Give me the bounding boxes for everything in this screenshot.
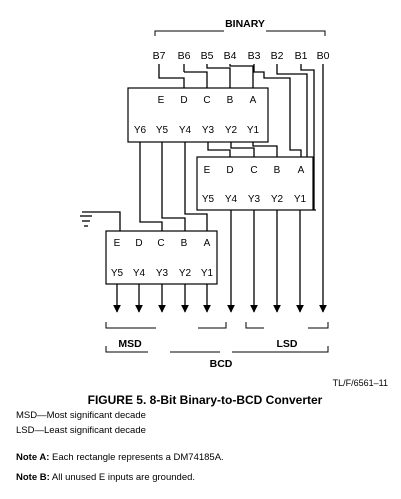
chip-2-out-y2: Y2	[271, 194, 284, 205]
chip-3-in-c: C	[157, 238, 164, 249]
chip-3-out-y3: Y3	[156, 268, 169, 279]
note-b-text: All unused E inputs are grounded.	[49, 472, 196, 483]
bcd-bracket	[105, 346, 329, 353]
msd-label: MSD	[118, 338, 142, 350]
chip-2-out-y4: Y4	[225, 194, 238, 205]
wire-chip1-y2-to-chip2-c	[230, 142, 255, 157]
bit-label-b5: B5	[201, 50, 214, 62]
wire-b1-bypass	[300, 64, 316, 211]
chip-1-body	[127, 87, 269, 143]
figure-ref-code: TL/F/6561–11	[333, 378, 388, 388]
wire-chip1-y5-to-chip3-b	[161, 142, 186, 231]
lsd-label: LSD	[277, 338, 298, 350]
chip-2-body	[196, 156, 314, 211]
chip-1-out-y5: Y5	[156, 125, 169, 136]
chip-3: E D C B A Y5 Y4 Y3 Y2 Y1	[105, 230, 218, 285]
chip-3-in-a: A	[204, 238, 211, 249]
bit-label-b4: B4	[224, 50, 237, 62]
chip-2-in-c: C	[250, 165, 257, 176]
decade-brackets	[105, 322, 329, 353]
bit-label-b3: B3	[248, 50, 261, 62]
figure-caption: FIGURE 5. 8-Bit Binary-to-BCD Converter	[88, 393, 323, 407]
wire-chip1-y3-to-chip2-d	[207, 142, 231, 157]
note-a-text: Each rectangle represents a DM74185A.	[49, 452, 224, 463]
chip-3-out-y1: Y1	[201, 268, 214, 279]
wire-chip1-y6-to-chip3-c	[139, 142, 163, 231]
bit-labels: B7 B6 B5 B4 B3 B2 B1 B0	[153, 50, 330, 62]
chip-1-in-d: D	[180, 95, 187, 106]
note-b-label: Note B:	[16, 472, 50, 483]
chip-1: E D C B A Y6 Y5 Y4 Y3 Y2 Y1	[127, 87, 269, 143]
chip-1-in-e: E	[158, 95, 165, 106]
wire-chip1-y4-to-chip3-a	[184, 142, 208, 231]
chip-2-out-y1: Y1	[294, 194, 307, 205]
chip-1-out-y4: Y4	[179, 125, 192, 136]
wire-chip1-y1-to-chip2-b	[252, 142, 278, 157]
bit-label-b7: B7	[153, 50, 166, 62]
bit-label-b2: B2	[271, 50, 284, 62]
chip-3-in-e: E	[114, 238, 121, 249]
chip-2-in-e: E	[204, 165, 211, 176]
wire-b7-to-chip1-d	[158, 64, 185, 88]
binary-label: BINARY	[225, 18, 265, 30]
bcd-label: BCD	[210, 358, 233, 370]
chip-2: E D C B A Y5 Y4 Y3 Y2 Y1	[196, 156, 314, 211]
chip-1-out-y3: Y3	[202, 125, 215, 136]
msd-bracket	[105, 322, 227, 329]
chip-2-out-y5: Y5	[202, 194, 215, 205]
note-b: Note B: All unused E inputs are grounded…	[16, 472, 195, 484]
chip-1-in-c: C	[203, 95, 210, 106]
chip-1-in-a: A	[250, 95, 257, 106]
legend-lsd: LSD—Least significant decade	[16, 425, 146, 436]
bit-label-b1: B1	[295, 50, 308, 62]
converter-diagram: BINARY B7 B6 B5 B4 B3 B2 B1 B0 E D C B A…	[80, 18, 388, 407]
wire-b3	[253, 64, 302, 157]
wire-ground	[104, 211, 121, 231]
chip-3-out-y5: Y5	[111, 268, 124, 279]
wire-b4-to-chip1-a	[229, 64, 254, 88]
ground-icon	[80, 211, 104, 227]
wire-b5-to-chip1-b	[206, 64, 231, 88]
bit-label-b0: B0	[317, 50, 330, 62]
wires	[104, 64, 316, 231]
binary-bracket	[154, 30, 326, 36]
chip-1-out-y2: Y2	[225, 125, 238, 136]
legend-msd: MSD—Most significant decade	[16, 410, 146, 421]
chip-2-in-a: A	[298, 165, 305, 176]
note-a: Note A: Each rectangle represents a DM74…	[16, 452, 224, 464]
chip-3-out-y2: Y2	[179, 268, 192, 279]
lsd-bracket	[245, 322, 329, 329]
chip-1-out-y6: Y6	[134, 125, 147, 136]
chip-1-out-y1: Y1	[247, 125, 260, 136]
output-arrows	[113, 64, 327, 313]
chip-2-in-d: D	[226, 165, 233, 176]
chip-3-out-y4: Y4	[133, 268, 146, 279]
wire-b2-bypass	[276, 64, 308, 157]
bit-label-b6: B6	[178, 50, 191, 62]
chip-2-out-y3: Y3	[248, 194, 261, 205]
chip-1-in-b: B	[227, 95, 234, 106]
note-a-label: Note A:	[16, 452, 50, 463]
wire-b6-to-chip1-c	[184, 71, 208, 88]
chip-2-in-b: B	[274, 165, 281, 176]
chip-3-in-b: B	[181, 238, 188, 249]
chip-3-in-d: D	[135, 238, 142, 249]
